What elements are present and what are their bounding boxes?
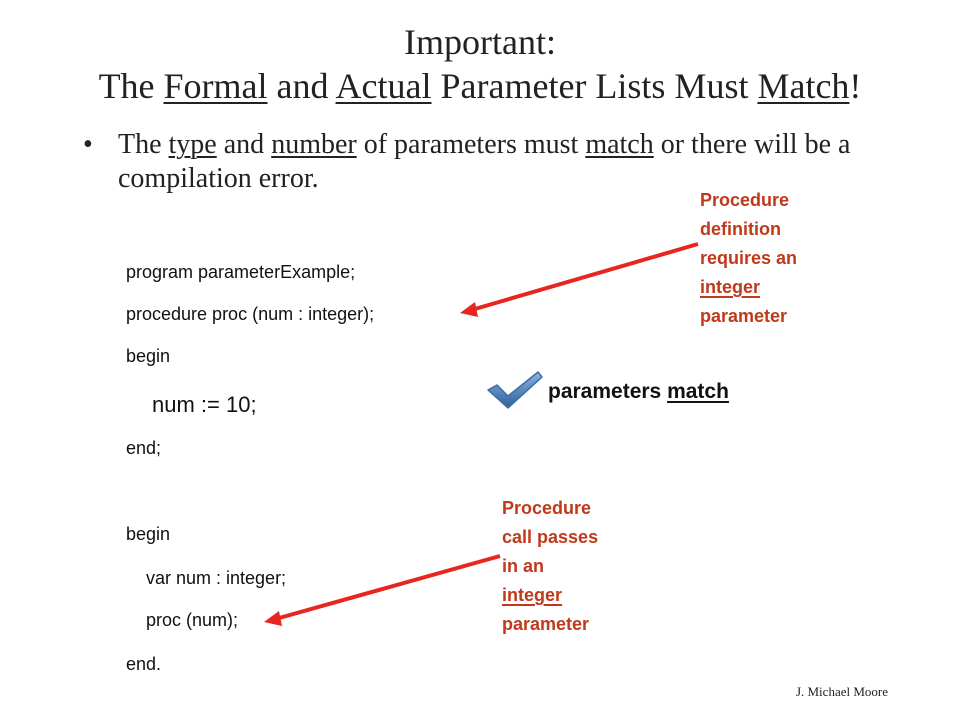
- match-text: parameters: [548, 380, 668, 403]
- title-formal: Formal: [163, 66, 268, 106]
- code-program: program parameterExample;: [126, 262, 356, 282]
- bullet-text-1: The: [118, 129, 169, 160]
- code-begin: begin: [126, 346, 171, 366]
- title-text-1: The: [98, 66, 164, 106]
- arrow-to-definition: [467, 242, 699, 313]
- bullet-text-4: or there will be a compilation error.: [118, 129, 851, 194]
- code-main-begin: begin: [126, 524, 171, 544]
- bullet-type: type: [168, 129, 217, 160]
- note-definition-integer: integer: [700, 277, 761, 297]
- note-call-line: parameter: [502, 614, 590, 634]
- bullet-text: The type and number of parameters must m…: [118, 128, 883, 196]
- title-match: Match: [757, 66, 850, 106]
- match-word: match: [667, 380, 729, 403]
- bullet-dot: •: [83, 129, 93, 160]
- bullet-point: • The type and number of parameters must…: [83, 128, 883, 196]
- code-end: end;: [126, 438, 162, 458]
- parameters-match-label: parameters match: [548, 380, 729, 404]
- arrow-to-call: [271, 554, 501, 622]
- title-text-3: Parameter Lists Must: [431, 66, 758, 106]
- code-call: proc (num);: [146, 610, 239, 630]
- slide-title: Important: The Formal and Actual Paramet…: [40, 20, 920, 108]
- code-main-end: end.: [126, 654, 162, 674]
- title-text-4: !: [849, 66, 862, 106]
- footer-author: J. Michael Moore: [795, 684, 888, 699]
- bullet-text-2: and: [216, 129, 272, 160]
- note-call-line: in an: [502, 556, 545, 576]
- note-definition-line: parameter: [700, 306, 788, 326]
- note-definition-line: Procedure: [700, 190, 790, 210]
- bullet-text-3: of parameters must: [356, 129, 586, 160]
- code-procedure: procedure proc (num : integer);: [126, 304, 375, 324]
- title-line-1: Important:: [404, 22, 556, 62]
- note-definition-line: definition: [700, 219, 781, 239]
- bullet-match: match: [585, 129, 654, 160]
- code-assign: num := 10;: [152, 392, 257, 417]
- note-call: Procedure call passes in an integer para…: [502, 494, 598, 639]
- note-call-integer: integer: [502, 585, 563, 605]
- note-call-line: integer: [502, 581, 598, 610]
- title-text-2: and: [267, 66, 336, 106]
- note-definition: Procedure definition requires an integer…: [700, 186, 797, 331]
- note-definition-line: requires an: [700, 248, 798, 268]
- arrow-to-call-head: [264, 611, 282, 626]
- note-definition-line: integer: [700, 273, 797, 302]
- note-call-line: call passes: [502, 527, 599, 547]
- arrow-to-definition-head: [460, 302, 478, 317]
- title-actual: Actual: [335, 66, 432, 106]
- note-call-line: Procedure: [502, 498, 592, 518]
- title-line-2: The Formal and Actual Parameter Lists Mu…: [40, 64, 920, 108]
- code-var: var num : integer;: [146, 568, 287, 588]
- bullet-number: number: [271, 129, 357, 160]
- checkmark-icon: [487, 371, 543, 409]
